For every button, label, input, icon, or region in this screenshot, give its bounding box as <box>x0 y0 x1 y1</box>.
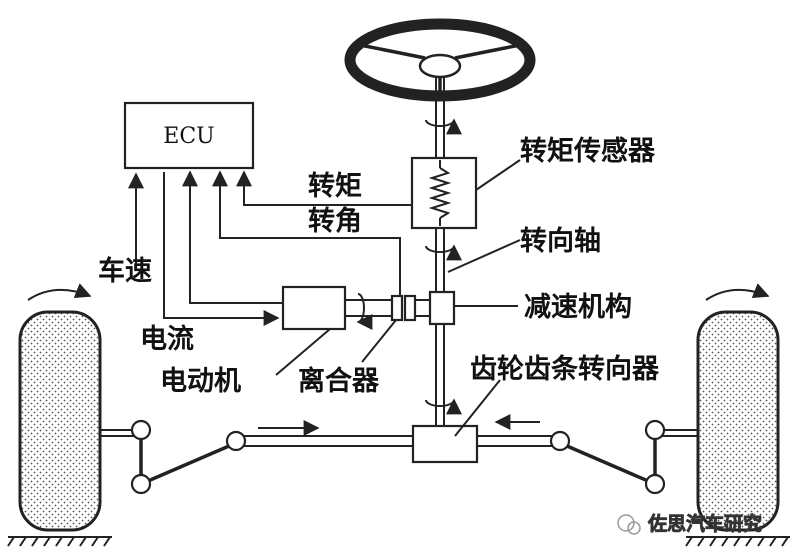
leader-lines <box>275 159 521 437</box>
rack-and-pinion <box>236 414 560 464</box>
watermark-text: 佐思汽车研究 <box>647 512 762 535</box>
left-linkage <box>101 419 247 495</box>
torque-signal-label: 转矩 <box>308 171 362 202</box>
steering-shaft-label: 转向轴 <box>520 225 601 257</box>
reducer-label: 减速机构 <box>524 292 632 323</box>
clutch <box>390 294 430 322</box>
steering-wheel <box>344 18 536 102</box>
clutch-label: 离合器 <box>298 365 380 397</box>
right-linkage <box>549 419 698 495</box>
steering-column <box>435 78 445 426</box>
electric-motor <box>281 285 392 331</box>
watermark: 佐思汽车研究 <box>617 512 762 535</box>
right-wheel <box>685 283 790 547</box>
signal-lines <box>128 170 412 326</box>
wechat-icon <box>617 514 635 532</box>
rack-pinion-label: 齿轮齿条转向器 <box>470 353 660 385</box>
vehicle-speed-label: 车速 <box>98 255 152 287</box>
steering-angle-label: 转角 <box>308 205 362 237</box>
reduction-gear <box>428 290 456 326</box>
torque-sensor-label: 转矩传感器 <box>520 135 656 167</box>
left-wheel <box>7 283 112 547</box>
torque-sensor <box>410 156 478 230</box>
ecu-unit: ECU <box>123 101 255 170</box>
rotation-indicator-icon <box>425 118 462 415</box>
current-label: 电流 <box>140 324 194 355</box>
ecu-label: ECU <box>163 124 214 149</box>
motor-label: 电动机 <box>160 366 241 397</box>
